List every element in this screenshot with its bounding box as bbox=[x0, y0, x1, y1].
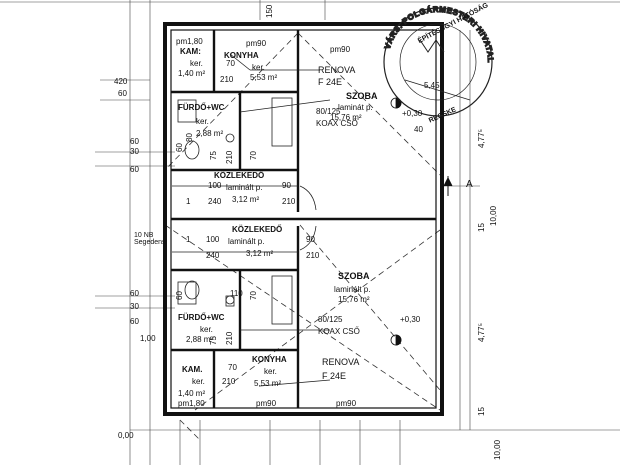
equipment-model: F 24E bbox=[322, 371, 347, 381]
section-marker bbox=[443, 176, 453, 196]
room-floor: ker. bbox=[252, 63, 265, 72]
room-name-kam-bot: KAM. bbox=[182, 365, 203, 374]
dim-label: 80 bbox=[185, 133, 194, 142]
level-marker-bot bbox=[390, 334, 402, 346]
dim-label: 210 bbox=[220, 75, 234, 84]
room-floor: ker. bbox=[190, 59, 203, 68]
official-stamp: VÁRS. POLGÁRMESTERI HIVATAL bbox=[382, 4, 495, 117]
dim-label: 240 bbox=[206, 251, 220, 260]
room-area: 5,53 m² bbox=[254, 379, 282, 388]
pm-label: pm90 bbox=[256, 399, 277, 408]
dim-label: 15 bbox=[477, 223, 486, 232]
room-area: 1,40 m² bbox=[178, 389, 206, 398]
pm-label: pm1,80 bbox=[178, 399, 205, 408]
dashed-diagonals bbox=[164, 32, 441, 441]
dim-label: 60 bbox=[130, 165, 139, 174]
room-name-konyha-top: KONYHA bbox=[224, 51, 259, 60]
dim-label: 1 bbox=[186, 235, 191, 244]
room-area: 3,12 m² bbox=[232, 195, 260, 204]
equipment-model: F 24E bbox=[318, 77, 343, 87]
dim-label: 10,00 bbox=[489, 205, 498, 226]
dim-label: 100 bbox=[206, 235, 220, 244]
dim-label: 420 bbox=[114, 77, 128, 86]
pm-label: pm90 bbox=[330, 45, 351, 54]
equipment-label: RENOVA bbox=[318, 65, 356, 75]
dim-label: 75 bbox=[209, 336, 218, 345]
room-floor: ker. bbox=[196, 117, 209, 126]
interior-walls bbox=[171, 30, 436, 408]
koax-label: KOAX CSŐ bbox=[316, 119, 358, 128]
dim-label: 90 bbox=[282, 181, 291, 190]
dim-label: 75 bbox=[209, 151, 218, 160]
dim-label: 30 bbox=[130, 302, 139, 311]
room-name-kozl-bot: KÖZLEKEDŐ bbox=[232, 225, 283, 234]
dim-label: 5,45 bbox=[424, 81, 440, 90]
room-area: 15,76 m² bbox=[338, 295, 370, 304]
room-area: 15,76 m² bbox=[330, 113, 362, 122]
dim-label: 110 bbox=[230, 289, 243, 298]
room-name-konyha-bot: KONYHA bbox=[252, 355, 287, 364]
dim-label: 70 bbox=[249, 291, 258, 300]
dim-label: 210 bbox=[282, 197, 296, 206]
dim-label: 1,00 bbox=[140, 334, 156, 343]
dim-label: 210 bbox=[306, 251, 320, 260]
room-floor: laminát p. bbox=[338, 103, 373, 112]
dim-label: 60 bbox=[175, 143, 184, 152]
dim-label: 1 bbox=[186, 197, 191, 206]
room-floor: ker. bbox=[192, 377, 205, 386]
dim-label: 60 bbox=[118, 89, 127, 98]
room-area: 2,88 m² bbox=[186, 335, 214, 344]
room-name-kam-top: KAM: bbox=[180, 47, 201, 56]
dim-label: 60 bbox=[130, 289, 139, 298]
room-name-furdo-bot: FÜRDŐ+WC bbox=[178, 313, 225, 322]
dim-label: 70 bbox=[249, 151, 258, 160]
dim-label: 210 bbox=[222, 377, 236, 386]
dim-label: 10,00 bbox=[493, 439, 502, 460]
dim-label: 4,77⁵ bbox=[477, 323, 486, 342]
room-name-kozl-top: KÖZLEKEDŐ bbox=[214, 171, 265, 180]
dim-label: 60 bbox=[130, 137, 139, 146]
dim-label: 240 bbox=[208, 197, 222, 206]
dim-label: 210 bbox=[225, 331, 234, 345]
room-name-szoba-top: SZOBA bbox=[346, 91, 378, 101]
room-area: 3,12 m² bbox=[246, 249, 274, 258]
dim-label: 70 bbox=[228, 363, 237, 372]
room-floor: ker. bbox=[264, 367, 277, 376]
room-floor: ker. bbox=[200, 325, 213, 334]
dim-label: 0,00 bbox=[118, 431, 134, 440]
dim-label: 30 bbox=[130, 147, 139, 156]
dim-label: 60 bbox=[175, 291, 184, 300]
dim-label: 150 bbox=[265, 4, 274, 18]
equipment-label: RENOVA bbox=[322, 357, 360, 367]
koax-size: 80/125 bbox=[318, 315, 343, 324]
level-label: +0,30 bbox=[400, 315, 421, 324]
pm-label: pm1,80 bbox=[176, 37, 203, 46]
pm-label: pm90 bbox=[246, 39, 267, 48]
room-floor: laminált p. bbox=[228, 237, 265, 246]
section-label: A bbox=[466, 179, 473, 190]
koax-size: 80/125 bbox=[316, 107, 341, 116]
room-area: 5,53 m² bbox=[250, 73, 278, 82]
handwritten-note: 10 NB Segedensi bbox=[134, 232, 168, 246]
room-floor: laminált p. bbox=[334, 285, 371, 294]
koax-label: KOAX CSŐ bbox=[318, 327, 360, 336]
room-name-furdo-top: FÜRDŐ+WC bbox=[178, 103, 225, 112]
dim-label: 60 bbox=[130, 317, 139, 326]
dim-label: 90 bbox=[306, 235, 315, 244]
dim-label: 100 bbox=[208, 181, 222, 190]
room-area: 2,88 m² bbox=[196, 129, 224, 138]
level-label: +0,30 bbox=[402, 109, 423, 118]
fixtures bbox=[172, 53, 331, 387]
dim-label: 4,77⁵ bbox=[477, 129, 486, 148]
dim-label: 15 bbox=[477, 407, 486, 416]
room-name-szoba-bot: SZOBA bbox=[338, 271, 370, 281]
pm-label: pm90 bbox=[336, 399, 357, 408]
dim-label: 40 bbox=[414, 125, 423, 134]
dim-label: 210 bbox=[225, 150, 234, 164]
dim-label: 70 bbox=[226, 59, 235, 68]
room-area: 1,40 m² bbox=[178, 69, 206, 78]
room-floor: laminált p. bbox=[226, 183, 263, 192]
